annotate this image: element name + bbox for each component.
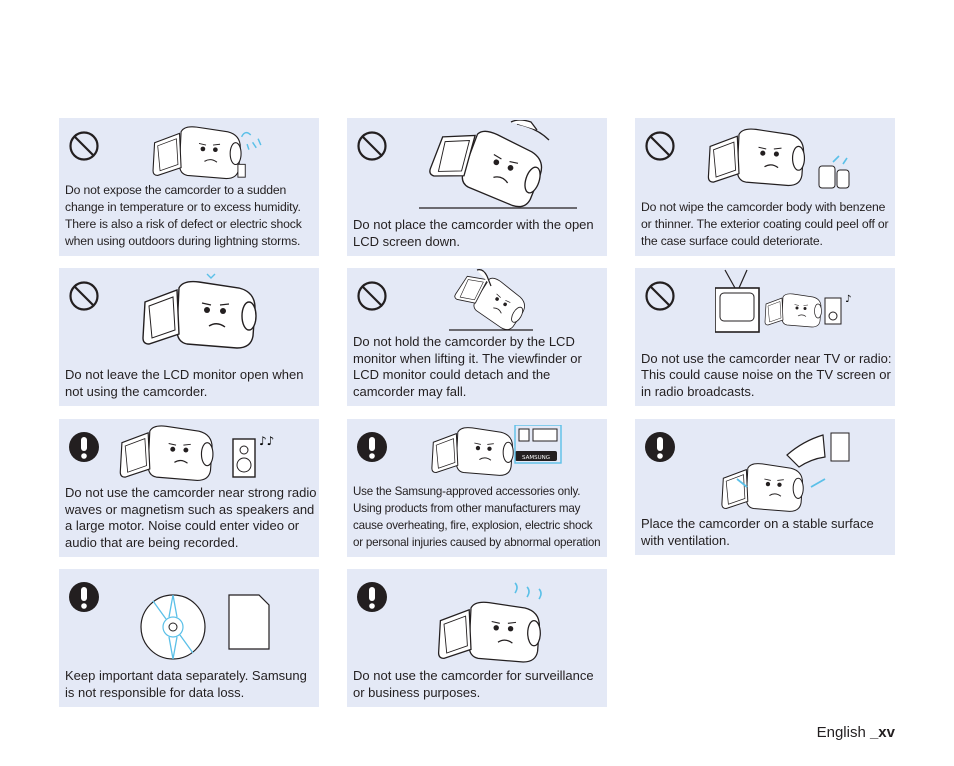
prohibited-icon [357, 281, 387, 311]
camcorder-surveillance-illustration [437, 582, 542, 663]
caution-text: Do not use the camcorder near strong rad… [65, 485, 317, 550]
caution-text: Do not wipe the camcorder body with benz… [641, 200, 889, 248]
memory-card-icon [228, 594, 270, 650]
prohibited-icon [69, 131, 99, 161]
caution-text: Place the camcorder on a stable surface … [641, 516, 874, 548]
mandatory-icon [357, 582, 387, 612]
caution-card-radio-waves: ♪♪ Do not use the camcorder near strong … [59, 419, 319, 557]
prohibited-icon [69, 281, 99, 311]
page-footer: English _xv [817, 724, 895, 741]
camcorder-humidity-illustration [152, 126, 262, 180]
page-number: _xv [869, 724, 895, 741]
caution-card-accessories: SAMSUNG Use the Samsung-approved accesso… [347, 419, 607, 557]
camcorder-ventilation-illustration [721, 432, 850, 512]
caution-card-surveillance: Do not use the camcorder for surveillanc… [347, 569, 607, 707]
camcorder-tv-radio-illustration: ♪ [715, 269, 851, 333]
caution-card-humidity: Do not expose the camcorder to a sudden … [59, 118, 319, 256]
disc-icon [140, 594, 206, 660]
caution-text: Do not place the camcorder with the open… [353, 217, 594, 249]
caution-text: Do not expose the camcorder to a sudden … [65, 183, 302, 248]
caution-text: Do not use the camcorder for surveillanc… [353, 668, 594, 700]
prohibited-icon [645, 281, 675, 311]
camcorder-hold-lcd-illustration [449, 268, 533, 334]
caution-card-backup: Keep important data separately. Samsung … [59, 569, 319, 707]
mandatory-icon [357, 432, 387, 462]
caution-card-lcd-open: Do not leave the LCD monitor open when n… [59, 268, 319, 406]
svg-text:♪♪: ♪♪ [259, 434, 274, 448]
mandatory-icon [645, 432, 675, 462]
caution-text: Keep important data separately. Samsung … [65, 668, 307, 700]
caution-text: Use the Samsung-approved accessories onl… [353, 485, 601, 549]
camcorder-speaker-illustration: ♪♪ [119, 425, 274, 481]
camcorder-benzene-illustration [707, 128, 850, 189]
prohibited-icon [645, 131, 675, 161]
camcorder-lcd-open-illustration [142, 273, 257, 349]
footer-language: English [816, 724, 866, 741]
camcorder-accessories-illustration: SAMSUNG [431, 425, 562, 476]
camcorder-lcd-down-illustration [419, 120, 577, 212]
battery-brand-label: SAMSUNG [522, 455, 550, 461]
caution-card-lcd-down: Do not place the camcorder with the open… [347, 118, 607, 256]
caution-text: Do not use the camcorder near TV or radi… [641, 350, 892, 399]
caution-text: Do not hold the camcorder by the LCD mon… [353, 334, 582, 399]
caution-card-hold-lcd: Do not hold the camcorder by the LCD mon… [347, 268, 607, 406]
caution-text: Do not leave the LCD monitor open when n… [65, 367, 304, 399]
caution-card-ventilation: Place the camcorder on a stable surface … [635, 419, 895, 555]
svg-text:♪: ♪ [845, 294, 851, 305]
mandatory-icon [69, 582, 99, 612]
prohibited-icon [357, 131, 387, 161]
caution-card-tv-radio: ♪ Do not use the camcorder near TV or ra… [635, 268, 895, 406]
mandatory-icon [69, 432, 99, 462]
caution-card-benzene: Do not wipe the camcorder body with benz… [635, 118, 895, 256]
